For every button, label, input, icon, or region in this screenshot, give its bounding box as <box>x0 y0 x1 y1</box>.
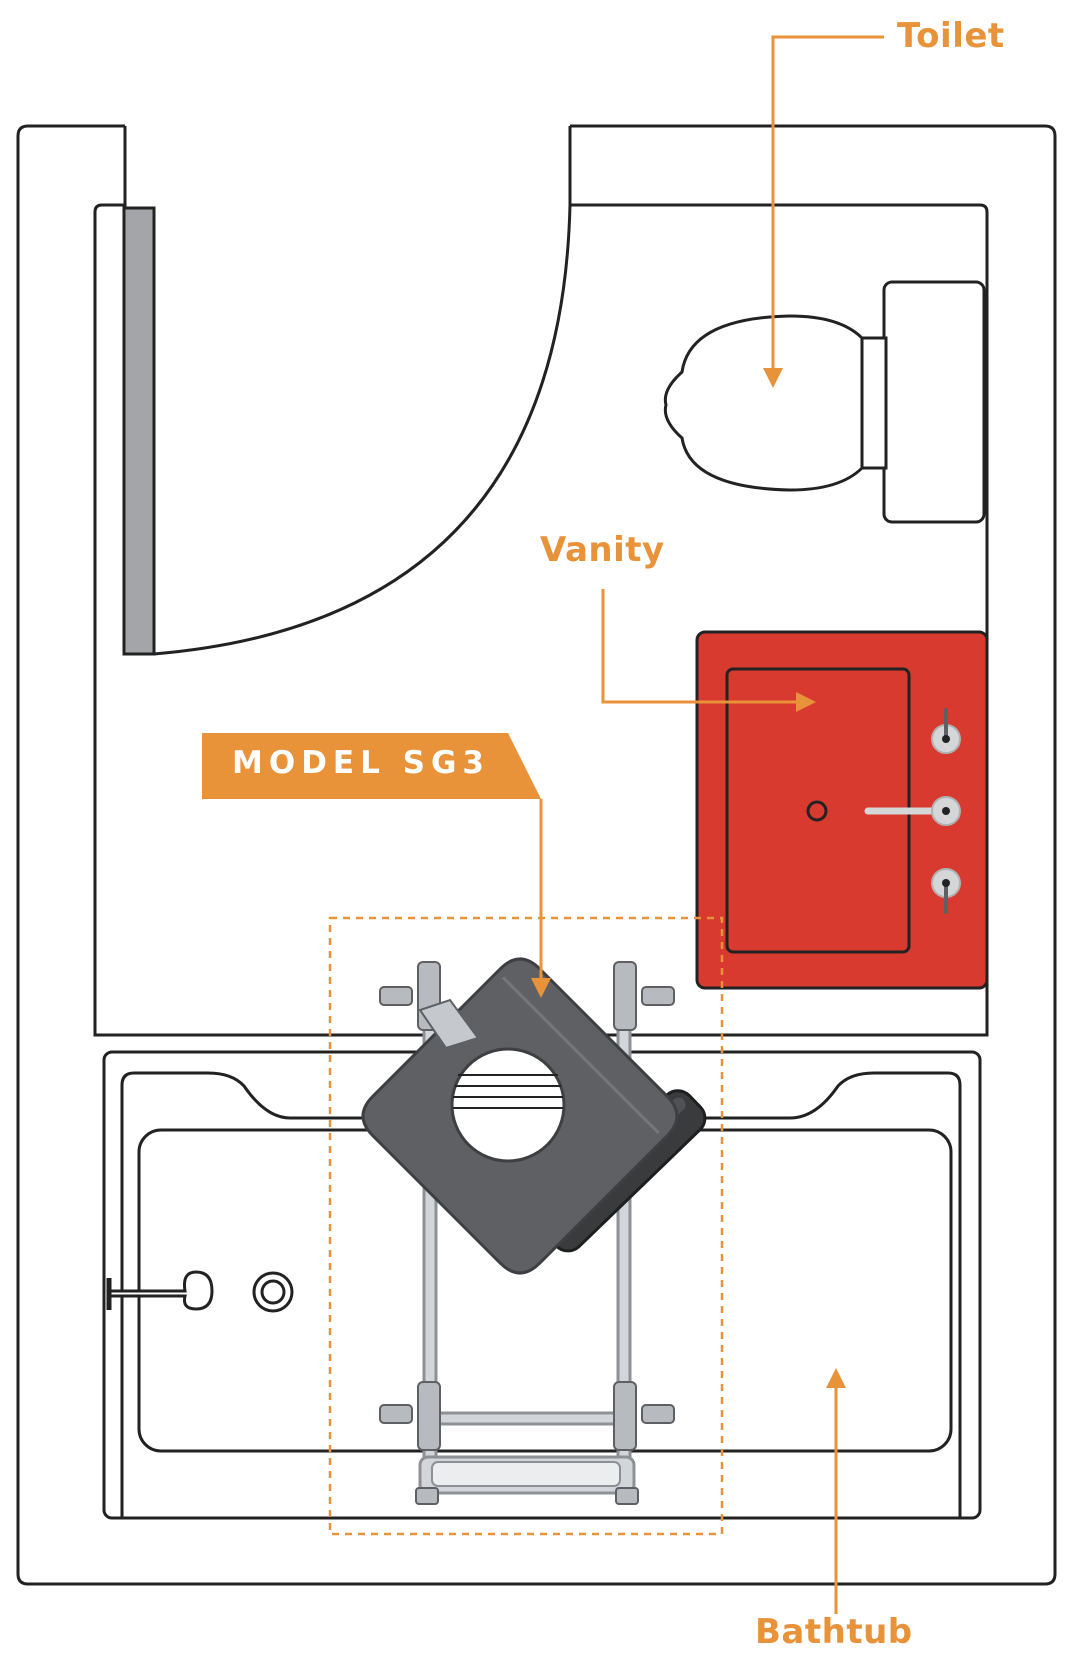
model-tag-label: MODEL SG3 <box>232 745 490 781</box>
seat-opening <box>418 998 566 1163</box>
vanity-arrowhead <box>796 692 816 712</box>
vanity-label: Vanity <box>540 530 665 570</box>
drain-icon <box>806 800 828 822</box>
sg3-seat <box>328 916 724 1536</box>
vanity-counter <box>695 630 989 990</box>
model-tag-banner <box>202 733 541 799</box>
clamp-bolts <box>379 961 675 1505</box>
door-swing-arc <box>153 204 572 656</box>
door-leaf <box>122 206 156 656</box>
model-arrowhead <box>531 978 551 998</box>
bathtub-arrowhead <box>826 1368 846 1388</box>
callouts <box>539 35 884 1614</box>
toilet-callout-line <box>771 35 884 373</box>
product-outline-box <box>328 916 724 1536</box>
bath-faucet <box>109 1270 214 1311</box>
toilet <box>663 280 986 524</box>
vanity-callout-line <box>601 589 800 704</box>
toilet-bowl <box>663 314 864 492</box>
bath-drain-icon <box>252 1271 294 1313</box>
toilet-arrowhead <box>763 368 783 388</box>
toilet-tank <box>882 280 986 524</box>
toilet-neck <box>858 336 888 470</box>
door <box>122 204 572 656</box>
toilet-label: Toilet <box>897 16 1005 56</box>
vanity <box>695 630 989 990</box>
bathtub-label: Bathtub <box>755 1612 913 1652</box>
